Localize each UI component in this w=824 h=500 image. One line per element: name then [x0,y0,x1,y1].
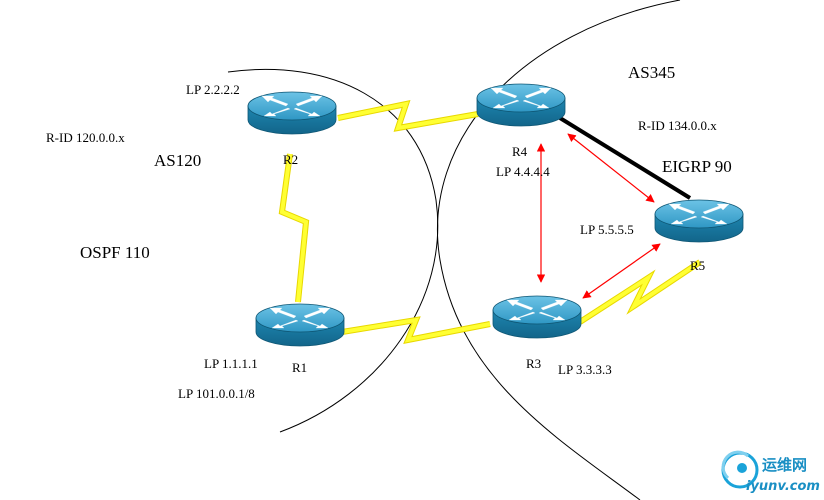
label-rid-as120: R-ID 120.0.0.x [46,130,125,145]
label-lp-r1-secondary: LP 101.0.0.1/8 [178,386,255,401]
router-r3-icon[interactable] [492,295,582,339]
router-r4-icon[interactable] [476,83,566,127]
label-r2: R2 [283,152,298,167]
label-lp-r3: LP 3.3.3.3 [558,362,612,377]
label-eigrp: EIGRP 90 [662,157,732,176]
label-lp-r5: LP 5.5.5.5 [580,222,634,237]
watermark: 运维网 iyunv.com [721,450,820,494]
label-lp-r2: LP 2.2.2.2 [186,82,240,97]
watermark-logo-icon [721,450,759,489]
router-r2-icon[interactable] [247,91,337,135]
label-r3: R3 [526,356,541,371]
label-as345: AS345 [628,63,675,82]
label-r1: R1 [292,360,307,375]
as345-boundary [436,0,681,500]
label-ospf: OSPF 110 [80,243,150,262]
label-r5: R5 [690,258,705,273]
router-r5-icon[interactable] [654,199,744,243]
arrow-r4-r5 [567,133,655,203]
label-rid-as345: R-ID 134.0.0.x [638,118,717,133]
arrow-r3-r5 [582,243,661,299]
label-lp-r4: LP 4.4.4.4 [496,164,550,179]
label-r4: R4 [512,144,528,159]
label-as120: AS120 [154,151,201,170]
label-lp-r1: LP 1.1.1.1 [204,356,258,371]
as120-boundary [227,68,439,433]
router-r1-icon[interactable] [255,303,345,347]
watermark-cn: 运维网 [762,456,807,474]
watermark-url: iyunv.com [746,479,820,494]
